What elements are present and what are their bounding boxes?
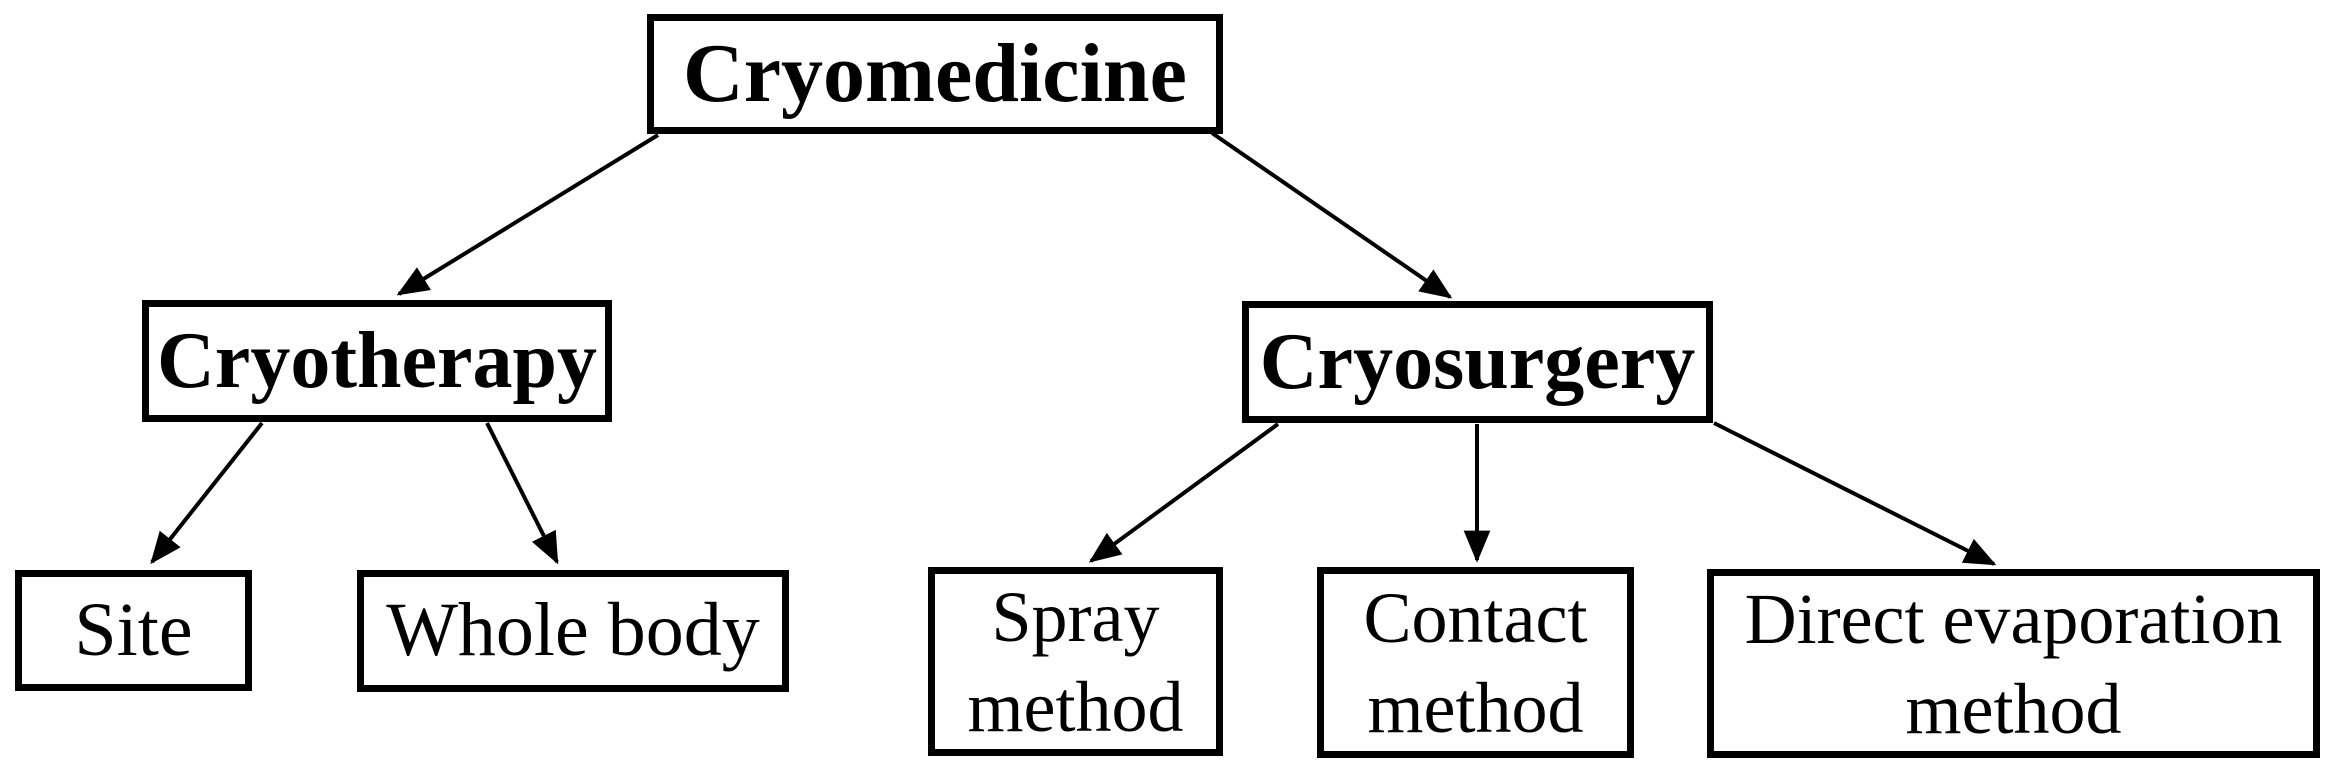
node-spray-method-label-line2: method [967, 666, 1184, 747]
edge-cryotherapy-whole-body [485, 422, 559, 565]
node-contact-method-label-line1: Contact [1363, 577, 1588, 658]
node-whole-body: Whole body [357, 570, 789, 692]
node-cryosurgery-label: Cryosurgery [1259, 317, 1696, 406]
node-spray-method: Spray method [928, 567, 1223, 756]
node-direct-evaporation-method-label-line2: method [1905, 668, 2122, 749]
node-cryosurgery: Cryosurgery [1242, 301, 1713, 423]
node-cryotherapy: Cryotherapy [142, 300, 612, 422]
edge-cryomedicine-cryosurgery [1210, 131, 1453, 299]
edge-cryotherapy-site [150, 421, 264, 565]
edge-cryosurgery-direct-evaporation-method [1713, 421, 1997, 566]
node-site: Site [15, 570, 252, 691]
node-contact-method: Contact method [1317, 567, 1634, 758]
node-direct-evaporation-method-label-line1: Direct evaporation [1744, 578, 2283, 659]
edge-cryomedicine-cryotherapy [396, 133, 660, 296]
node-site-label: Site [74, 587, 193, 672]
node-cryotherapy-label: Cryotherapy [157, 316, 597, 405]
edge-cryosurgery-spray-method [1088, 422, 1280, 563]
node-cryomedicine-label: Cryomedicine [683, 27, 1187, 121]
node-cryomedicine: Cryomedicine [647, 14, 1223, 134]
node-direct-evaporation-method: Direct evaporation method [1707, 569, 2320, 758]
node-spray-method-label-line1: Spray [991, 576, 1160, 657]
node-contact-method-label-line2: method [1367, 667, 1584, 748]
node-whole-body-label: Whole body [386, 588, 760, 673]
